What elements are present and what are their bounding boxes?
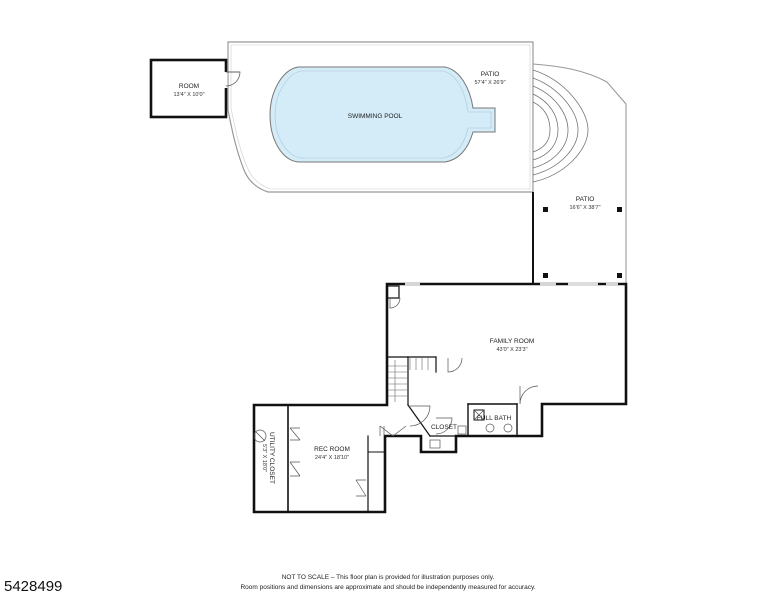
- room-small-name: ROOM: [179, 83, 199, 90]
- rec-room-name: REC ROOM: [314, 446, 350, 453]
- listing-id: 5428499: [4, 578, 63, 595]
- full-bath-name: FULL BATH: [477, 415, 512, 422]
- patio-top-dims: 57'4" X 26'9": [474, 80, 505, 86]
- stairs: [388, 358, 429, 402]
- room-small-dims: 13'4" X 10'0": [173, 92, 204, 98]
- family-room-dims: 43'0" X 23'3": [496, 347, 527, 353]
- swimming-pool: [269, 66, 496, 163]
- doors: [253, 285, 539, 497]
- rec-room-dims: 24'4" X 18'10": [315, 455, 349, 461]
- room-small: [149, 58, 241, 119]
- disclaimer-line-2: Room positions and dimensions are approx…: [240, 584, 536, 591]
- patio-side-name: PATIO: [576, 196, 595, 203]
- closet-name: CLOSET: [431, 424, 457, 431]
- family-room-name: FAMILY ROOM: [490, 338, 535, 345]
- disclaimer-line-1: NOT TO SCALE – This floor plan is provid…: [281, 574, 495, 581]
- patio-side: [532, 63, 627, 285]
- utility-closet-name: UTILITY CLOSET: [268, 432, 275, 484]
- patio-top-name: PATIO: [481, 71, 500, 78]
- patio-side-dims: 16'6" X 38'7": [569, 205, 600, 211]
- building-walls: [252, 282, 628, 514]
- swimming-pool-name: SWIMMING POOL: [348, 113, 403, 120]
- utility-closet-dims: 5'3" X 18'0": [261, 444, 267, 472]
